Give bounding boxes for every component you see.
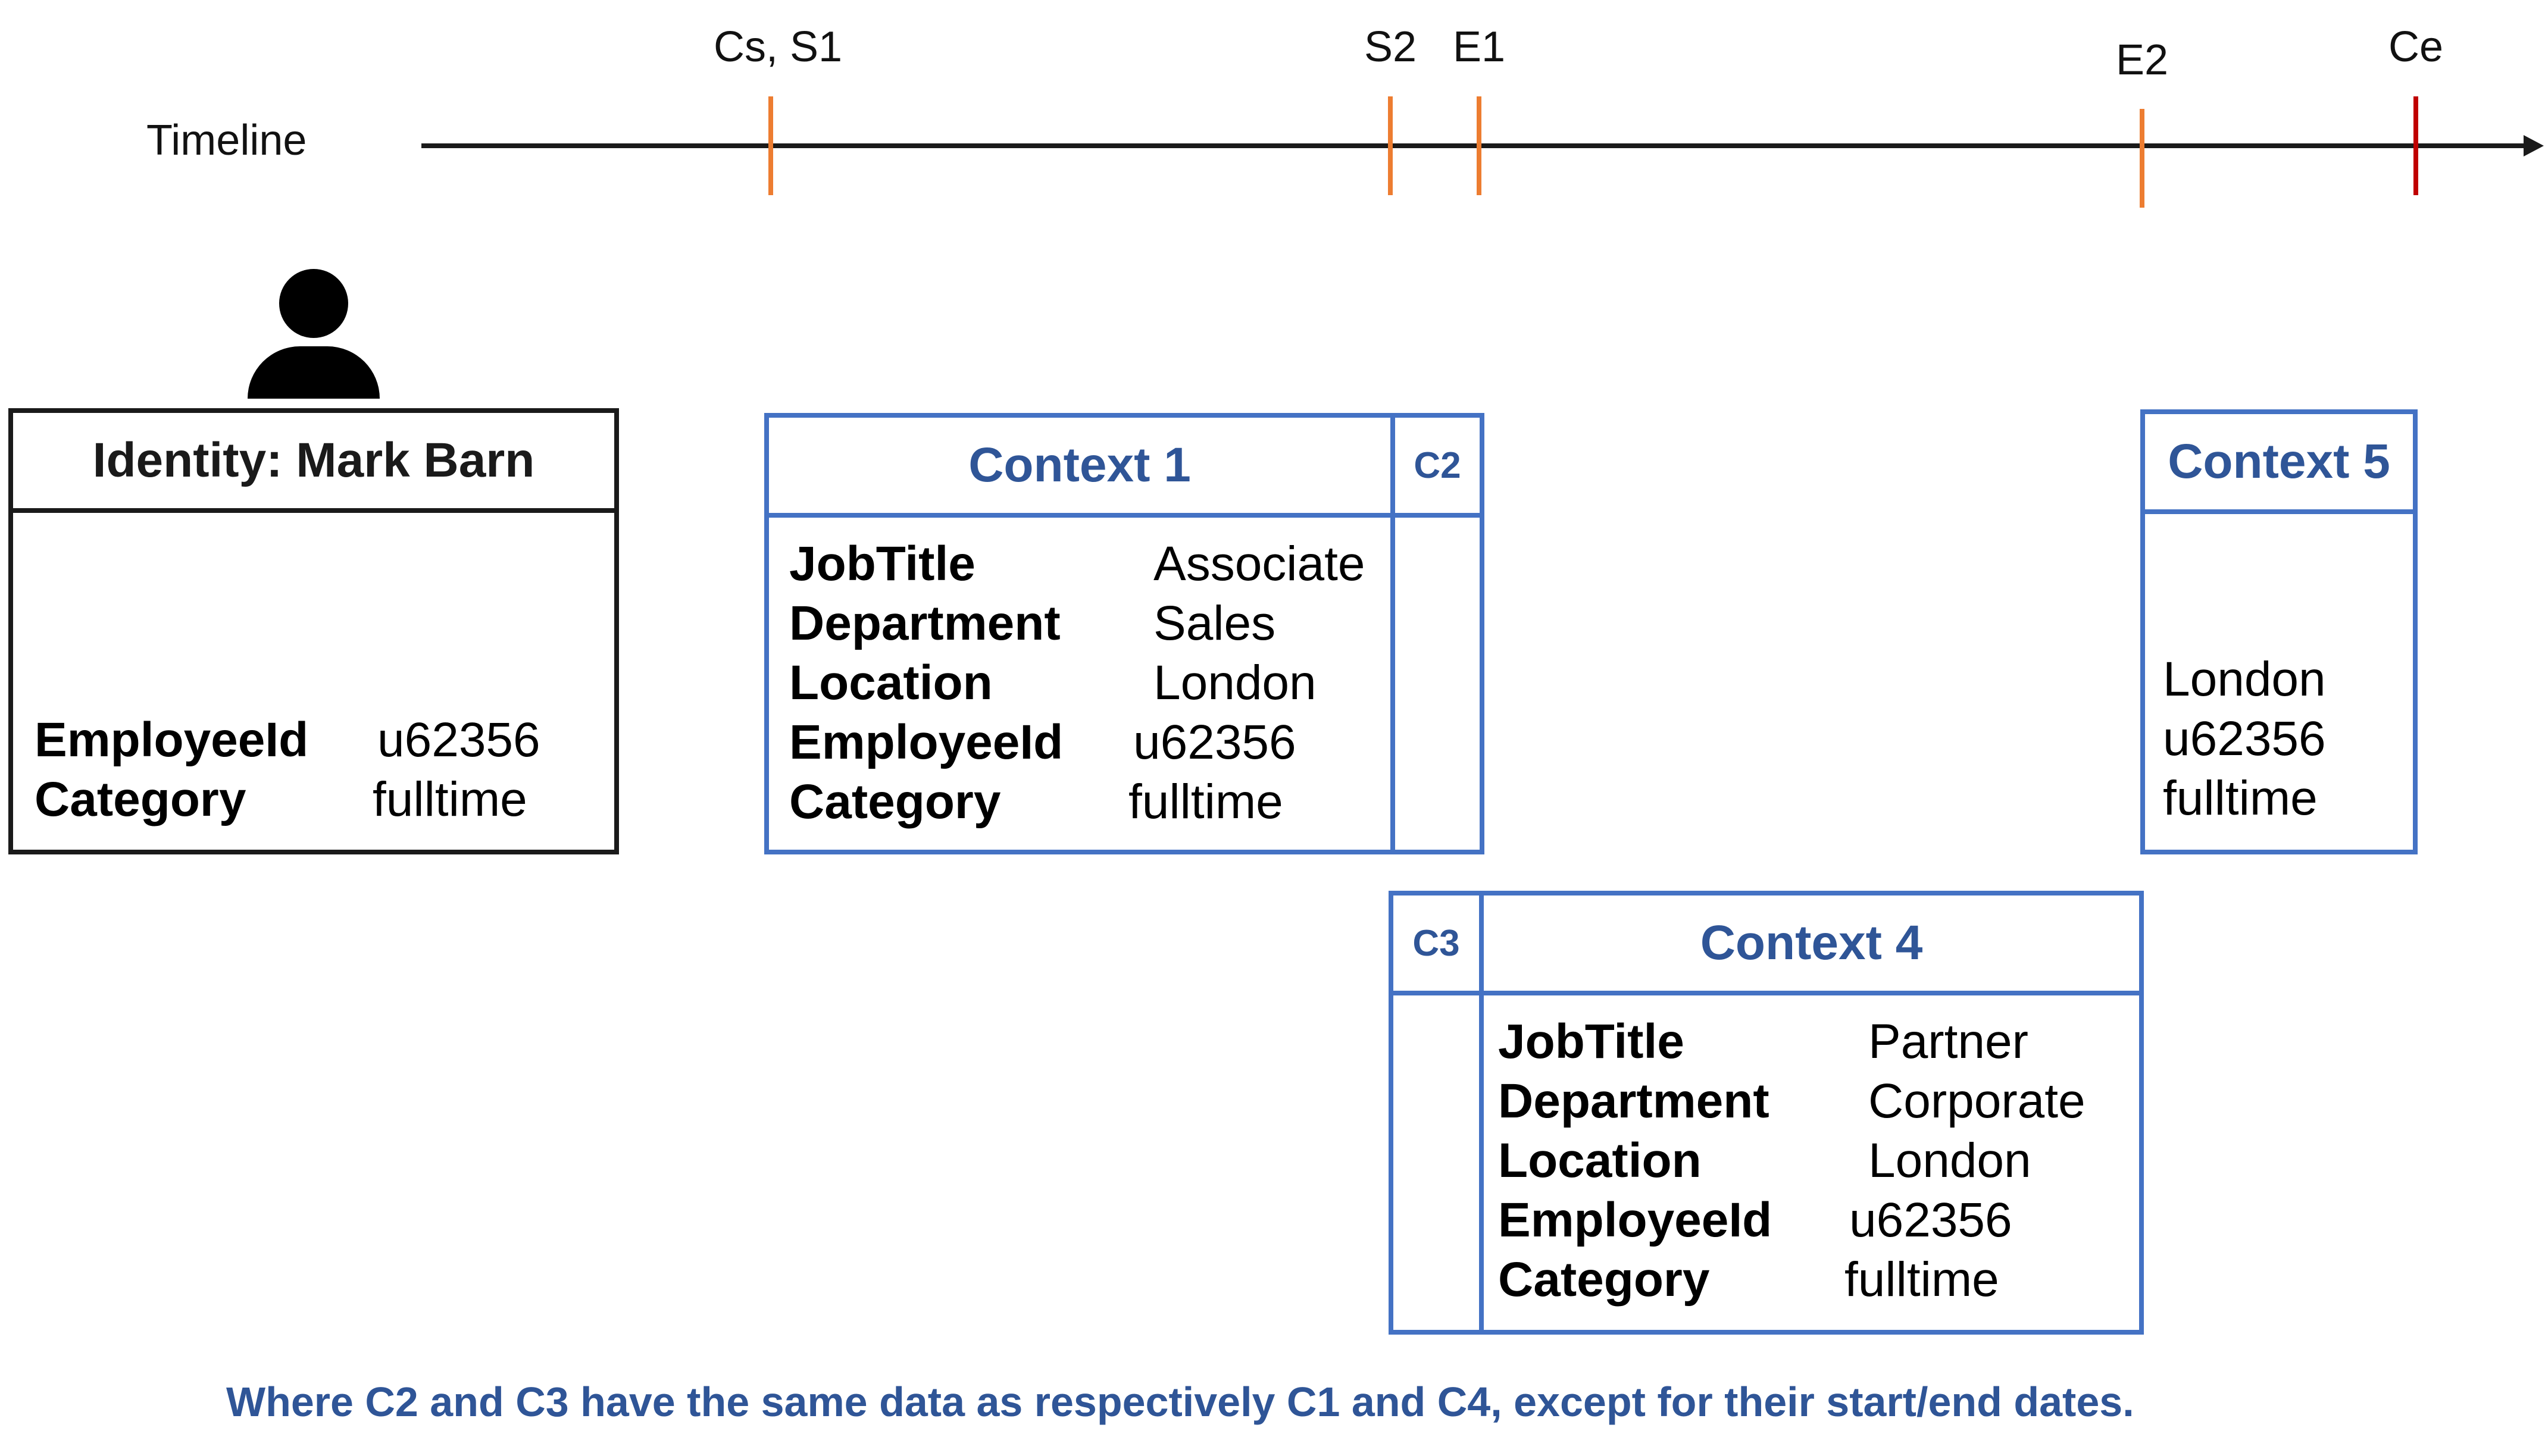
marker-tick-ce (2413, 96, 2418, 195)
context-1-value-category: fulltime (1128, 775, 1283, 829)
marker-tick-cs-s1 (768, 96, 773, 195)
context-1-value-location: London (1153, 656, 1317, 710)
footnote: Where C2 and C3 have the same data as re… (226, 1379, 2134, 1425)
marker-tick-e1 (1477, 96, 1481, 195)
context-2-title: C2 (1395, 418, 1480, 518)
timeline-arrow-icon (2524, 135, 2544, 156)
context-5-value-employeeid: u62356 (2163, 712, 2326, 766)
context-4-title: Context 4 (1484, 895, 2139, 995)
marker-label-e2: E2 (2115, 36, 2169, 84)
context-5-value-category: fulltime (2163, 771, 2318, 825)
context-5-box: Context 5 London u62356 fulltime (2140, 409, 2418, 854)
context-1-key-category: Category (789, 775, 1001, 829)
context-4-key-jobtitle: JobTitle (1498, 1014, 1684, 1069)
context-4-value-employeeid: u62356 (1849, 1193, 2012, 1247)
context-4-key-category: Category (1498, 1253, 1710, 1307)
marker-label-ce: Ce (2388, 23, 2444, 71)
context-1-value-department: Sales (1153, 596, 1276, 650)
context-1-key-jobtitle: JobTitle (789, 537, 976, 591)
timeline-axis (421, 143, 2528, 148)
identity-title: Identity: Mark Barn (13, 413, 614, 513)
context-4-value-location: London (1868, 1134, 2031, 1188)
context-1-key-location: Location (789, 656, 993, 710)
context-4-value-jobtitle: Partner (1868, 1014, 2028, 1069)
context-1-value-jobtitle: Associate (1153, 537, 1365, 591)
context-1-title: Context 1 (769, 418, 1390, 518)
marker-tick-s2 (1388, 96, 1393, 195)
context-5-title: Context 5 (2145, 414, 2413, 514)
context-1-key-employeeid: EmployeeId (789, 715, 1064, 769)
context-1-value-employeeid: u62356 (1133, 715, 1296, 769)
context-1-key-department: Department (789, 596, 1061, 650)
marker-tick-e2 (2140, 109, 2144, 208)
context-4-key-department: Department (1498, 1074, 1769, 1128)
context-1-box: Context 1 JobTitle Associate Department … (764, 413, 1395, 854)
context-5-value-location: London (2163, 652, 2326, 706)
person-icon (245, 269, 382, 409)
context-4-key-employeeid: EmployeeId (1498, 1193, 1772, 1247)
marker-label-s2: S2 (1364, 23, 1417, 71)
context-4-value-department: Corporate (1868, 1074, 2086, 1128)
identity-box: Identity: Mark Barn EmployeeId u62356 Ca… (8, 408, 619, 854)
context-2-box: C2 (1390, 413, 1484, 854)
marker-label-cs-s1: Cs, S1 (713, 23, 843, 71)
context-4-value-category: fulltime (1844, 1253, 1999, 1307)
identity-key-category: Category (35, 772, 246, 826)
identity-value-category: fulltime (373, 772, 527, 826)
marker-label-e1: E1 (1452, 23, 1506, 71)
context-4-box: Context 4 JobTitle Partner Department Co… (1479, 891, 2144, 1335)
timeline-label: Timeline (146, 117, 307, 164)
context-3-box: C3 (1389, 891, 1484, 1335)
identity-value-employeeid: u62356 (377, 713, 540, 767)
context-3-title: C3 (1393, 895, 1479, 995)
identity-key-employeeid: EmployeeId (35, 713, 309, 767)
context-4-key-location: Location (1498, 1134, 1702, 1188)
